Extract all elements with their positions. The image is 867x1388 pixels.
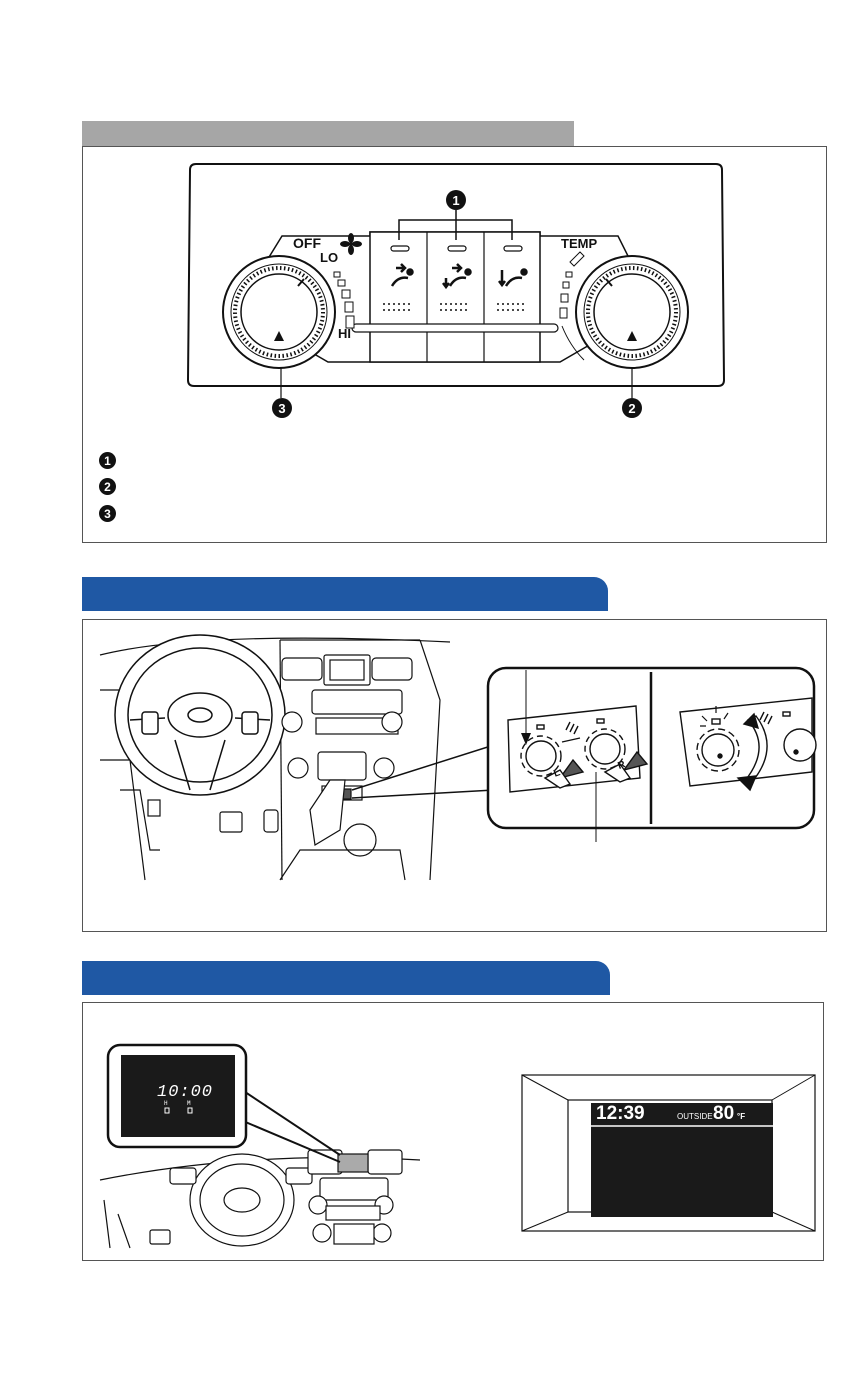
right-seat-heater-switch [589,733,621,765]
seat-heater-icon [561,721,581,743]
legend-number: 2 [99,478,116,495]
mode-lamp-1 [390,245,410,252]
callout-3: 3 [272,398,292,418]
dot-grid-2 [440,303,467,311]
face-mode-icon [390,263,414,287]
fan-speed-scale [333,271,355,329]
dashboard-seat-heater-illustration [99,634,817,881]
mode-lamp-2 [447,245,467,252]
dot-grid-3 [497,303,524,311]
fan-icon [340,233,362,255]
clock-dashboard-illustration [99,1043,816,1249]
hour-label: H [164,1100,168,1107]
display-outside-label: OUTSIDE [677,1112,713,1121]
minute-label: M [187,1100,191,1107]
callout-2: 2 [622,398,642,418]
clock-display-screen [121,1055,235,1137]
legend-number: 1 [99,452,116,469]
legend-item-3: 3 [99,505,116,522]
dot-grid-1 [383,303,410,311]
steering-wheel-illustration [114,634,286,796]
climate-control-panel-illustration [186,163,726,398]
fan-lo-label: LO [320,250,339,265]
temperature-knob[interactable] [575,255,689,369]
fan-speed-knob[interactable] [222,255,336,369]
temp-label: TEMP [561,236,598,251]
seat-heater-dial [701,733,735,767]
minute-button [187,1107,193,1114]
mode-lamp-3 [503,245,523,252]
display-time: 12:39 [596,1103,645,1124]
callout-1: 1 [446,190,466,210]
hour-button [164,1107,170,1114]
temperature-scale [559,251,585,361]
legend-item-1: 1 [99,452,116,469]
fan-off-label: OFF [293,235,321,251]
display-outside-temp: 80 [713,1103,735,1124]
display-temp-unit: °F [737,1112,746,1121]
multi-info-screen [591,1103,773,1217]
foot-mode-icon [498,268,528,288]
left-seat-heater-switch [525,740,557,772]
section-2-header-tab [82,577,608,611]
section-1-header-bar [82,121,574,146]
fan-hi-label: HI [338,326,351,341]
legend-number: 3 [99,505,116,522]
section-3-header-tab [82,961,610,995]
legend-item-2: 2 [99,478,116,495]
bi-level-mode-icon [442,263,472,290]
clock-time: 10:00 [157,1083,214,1102]
